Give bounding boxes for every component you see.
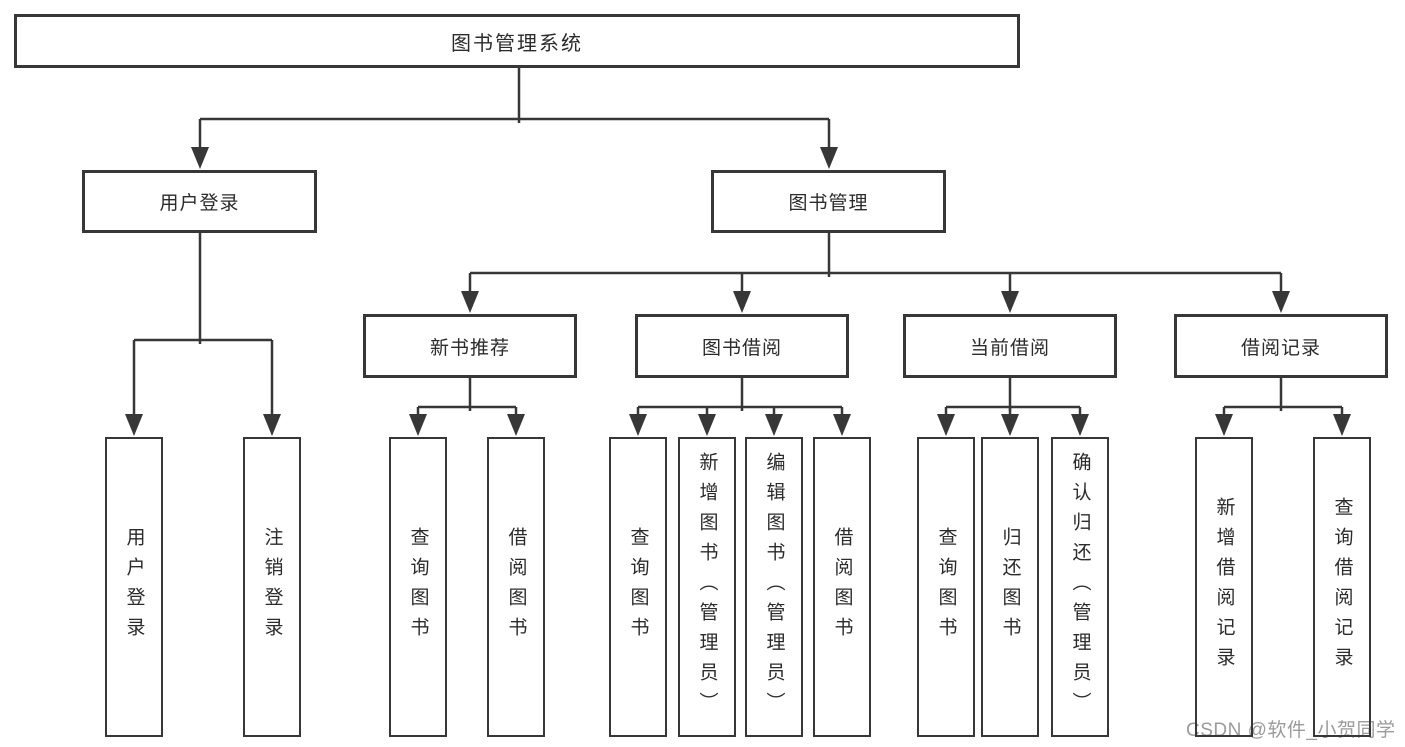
node-leaf-user-login-label: 用户登录 <box>123 527 145 647</box>
node-leaf-add-borrow-record: 新增借阅记录 <box>1195 437 1253 737</box>
node-leaf-add-books-admin: 新增图书（管理员） <box>678 437 736 737</box>
node-root-system: 图书管理系统 <box>14 14 1020 68</box>
node-user-login: 用户登录 <box>82 170 317 233</box>
node-current-borrowing-label: 当前借阅 <box>969 337 1050 359</box>
arrowheads <box>125 147 1351 436</box>
node-leaf-return-books: 归还图书 <box>981 437 1039 737</box>
node-book-management-label: 图书管理 <box>788 193 869 214</box>
node-borrowing-records: 借阅记录 <box>1174 314 1388 378</box>
node-leaf-query-books-3: 查询图书 <box>917 437 975 737</box>
connector-user-login-children <box>132 233 274 418</box>
node-leaf-return-books-label: 归还图书 <box>999 527 1021 647</box>
node-leaf-query-books-3-label: 查询图书 <box>935 527 957 647</box>
node-borrowing-records-label: 借阅记录 <box>1240 337 1321 359</box>
node-leaf-query-books-1-label: 查询图书 <box>407 527 429 647</box>
node-leaf-query-books-2: 查询图书 <box>609 437 667 737</box>
node-new-book-recommend-label: 新书推荐 <box>429 337 510 359</box>
node-book-borrowing-label: 图书借阅 <box>701 337 782 359</box>
node-leaf-add-borrow-record-label: 新增借阅记录 <box>1213 497 1235 677</box>
connector-current-borrowing-children <box>944 378 1082 416</box>
node-leaf-borrow-books-2: 借阅图书 <box>813 437 871 737</box>
node-leaf-query-books-1: 查询图书 <box>389 437 447 737</box>
node-book-borrowing: 图书借阅 <box>635 314 849 378</box>
node-leaf-query-books-2-label: 查询图书 <box>627 527 649 647</box>
node-current-borrowing: 当前借阅 <box>903 314 1117 378</box>
node-leaf-add-books-admin-label: 新增图书（管理员） <box>696 452 718 722</box>
connector-book-borrowing-children <box>636 378 844 416</box>
node-leaf-borrow-books-1: 借阅图书 <box>487 437 545 737</box>
node-leaf-edit-books-admin: 编辑图书（管理员） <box>745 437 803 737</box>
node-book-management: 图书管理 <box>711 170 946 233</box>
node-leaf-logout: 注销登录 <box>243 437 301 737</box>
node-root-system-label: 图书管理系统 <box>451 32 583 55</box>
connector-root-to-level2 <box>198 68 831 150</box>
connector-borrowing-records-children <box>1222 378 1344 416</box>
node-leaf-query-borrow-record-label: 查询借阅记录 <box>1331 497 1353 677</box>
connector-book-management-children <box>468 233 1283 293</box>
node-leaf-user-login: 用户登录 <box>105 437 163 737</box>
node-leaf-logout-label: 注销登录 <box>261 527 283 647</box>
node-leaf-confirm-return-admin: 确认归还（管理员） <box>1051 437 1109 737</box>
node-leaf-edit-books-admin-label: 编辑图书（管理员） <box>763 452 785 722</box>
node-leaf-borrow-books-1-label: 借阅图书 <box>505 527 527 647</box>
node-leaf-borrow-books-2-label: 借阅图书 <box>831 527 853 647</box>
node-user-login-label: 用户登录 <box>159 193 240 214</box>
node-leaf-query-borrow-record: 查询借阅记录 <box>1313 437 1371 737</box>
node-leaf-confirm-return-admin-label: 确认归还（管理员） <box>1069 452 1091 722</box>
connector-new-book-recommend-children <box>416 378 518 416</box>
node-new-book-recommend: 新书推荐 <box>363 314 577 378</box>
